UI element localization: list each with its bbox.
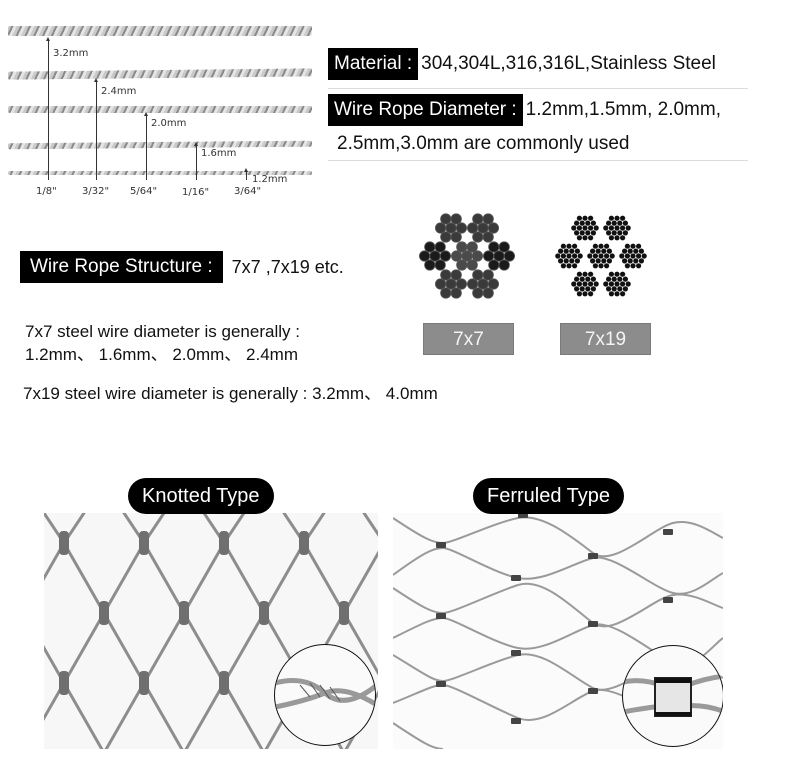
divider bbox=[328, 88, 748, 89]
inch-label: 1/8" bbox=[36, 186, 57, 197]
mm-label: 2.0mm bbox=[151, 118, 187, 129]
diameter-row: Wire Rope Diameter : 1.2mm,1.5mm, 2.0mm, bbox=[328, 94, 721, 126]
divider bbox=[328, 160, 748, 161]
inch-label: 1/16" bbox=[182, 187, 210, 198]
rope-1-2mm bbox=[8, 171, 312, 175]
ferrule-detail-inset bbox=[622, 645, 723, 747]
structure-tag: Wire Rope Structure : bbox=[20, 251, 223, 283]
diameter-value-line2: 2.5mm,3.0mm are commonly used bbox=[337, 133, 630, 154]
rope-1-6mm bbox=[7, 140, 313, 150]
material-tag: Material : bbox=[328, 48, 419, 80]
diameter-tag: Wire Rope Diameter : bbox=[328, 94, 523, 126]
rope-2-4mm bbox=[7, 68, 313, 80]
note-7x7-line2: 1.2mm、 1.6mm、 2.0mm、 2.4mm bbox=[25, 345, 298, 364]
inch-label: 5/64" bbox=[130, 186, 158, 197]
knotted-type-title: Knotted Type bbox=[128, 478, 274, 514]
section-label-7x19: 7x19 bbox=[560, 323, 651, 355]
rope-2-0mm bbox=[8, 106, 312, 113]
inch-label: 3/64" bbox=[234, 186, 262, 197]
section-label-7x7: 7x7 bbox=[423, 323, 514, 355]
measure-arrow-2-4mm bbox=[94, 78, 98, 180]
note-7x7-line1: 7x7 steel wire diameter is generally : bbox=[25, 322, 300, 341]
mm-label: 3.2mm bbox=[53, 48, 89, 59]
inch-label: 3/32" bbox=[82, 186, 110, 197]
note-7x19: 7x19 steel wire diameter is generally : … bbox=[23, 384, 438, 403]
knotted-mesh-image bbox=[44, 513, 378, 749]
cross-section-7x7-icon bbox=[418, 213, 516, 299]
measure-arrow-1-2mm bbox=[244, 168, 248, 180]
measure-arrow-1-6mm bbox=[194, 142, 198, 180]
rope-3-2mm bbox=[8, 26, 312, 36]
ferrule-detail-icon bbox=[623, 673, 723, 717]
material-row: Material : 304,304L,316,316L,Stainless S… bbox=[328, 48, 716, 80]
ferruled-mesh-image bbox=[393, 513, 723, 749]
mm-label: 2.4mm bbox=[101, 86, 137, 97]
measure-arrow-3-2mm bbox=[46, 37, 50, 180]
structure-value: 7x7 ,7x19 etc. bbox=[231, 256, 344, 277]
mm-label: 1.6mm bbox=[201, 148, 237, 159]
knotted-mesh-pattern bbox=[44, 513, 378, 749]
diameter-value-line1: 1.2mm,1.5mm, 2.0mm, bbox=[525, 99, 721, 120]
knot-detail-icon bbox=[275, 678, 375, 710]
structure-row: Wire Rope Structure : 7x7 ,7x19 etc. bbox=[20, 251, 344, 283]
mm-label: 1.2mm bbox=[252, 174, 288, 185]
wire-gauge-diagram: 3.2mm 2.4mm 2.0mm 1.6mm 1.2mm 1/8" 3/32"… bbox=[7, 24, 313, 202]
material-value: 304,304L,316,316L,Stainless Steel bbox=[421, 53, 716, 74]
cross-section-7x19-icon bbox=[555, 215, 647, 297]
knot-detail-inset bbox=[274, 644, 376, 746]
measure-arrow-2-0mm bbox=[144, 112, 148, 180]
ferruled-type-title: Ferruled Type bbox=[473, 478, 625, 514]
